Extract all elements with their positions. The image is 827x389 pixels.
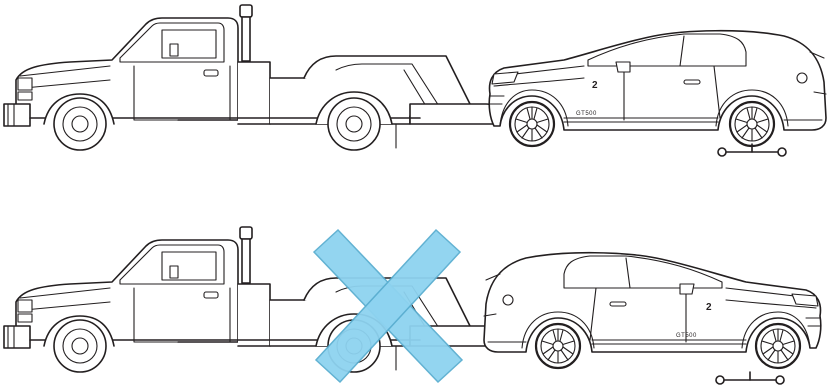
wheel-dolly-icon [717,143,787,157]
tow-truck-icon [3,4,497,151]
panel-correct: GT500 2 [3,4,827,157]
car-front-wheel [508,100,556,148]
car-front-wheel [754,322,802,370]
car-badge: GT500 [676,333,697,339]
car-number: 2 [706,302,712,313]
car-rear-wheel [534,322,582,370]
car-number: 2 [592,80,598,91]
sports-car-icon: GT500 2 [488,29,827,148]
sports-car-icon: GT500 2 [483,251,822,370]
panel-incorrect: GT500 2 [3,226,822,385]
wheel-dolly-icon [715,371,785,385]
car-rear-wheel [728,100,776,148]
cross-mark-icon [312,228,464,384]
car-badge: GT500 [576,111,597,117]
